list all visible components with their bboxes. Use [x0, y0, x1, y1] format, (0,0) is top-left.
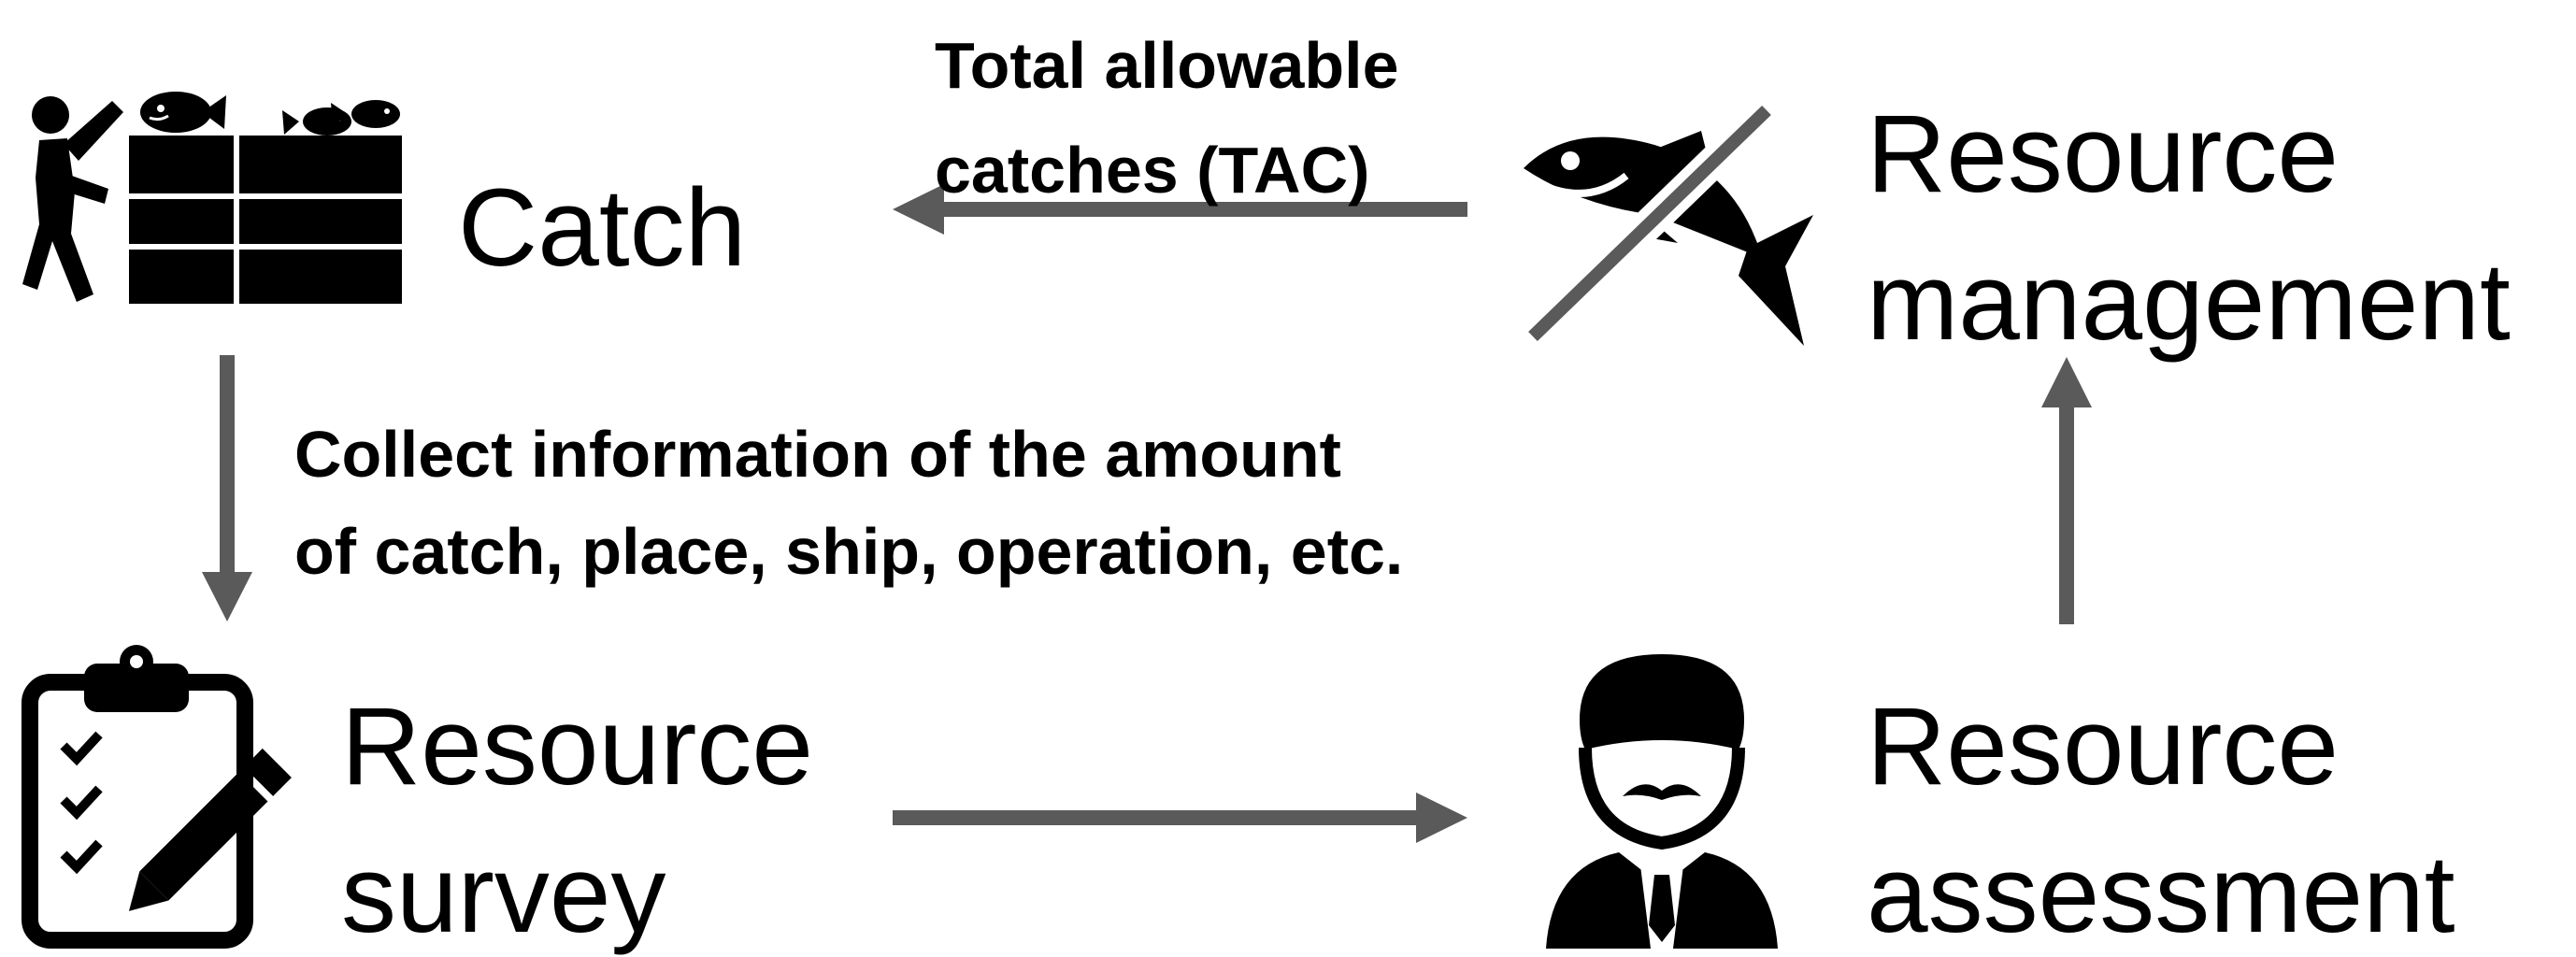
edge-label-collect-line-2: of catch, place, ship, operation, etc.	[294, 515, 1404, 588]
node-label-survey-line-1: Resource	[341, 685, 814, 808]
edge-label-tac-line-2: catches (TAC)	[935, 134, 1370, 207]
node-label-assessment-line-2: assessment	[1867, 833, 2455, 956]
edge-label-tac: Total allowable catches (TAC)	[935, 13, 1399, 222]
node-label-management-line-1: Resource	[1867, 93, 2340, 216]
node-label-management-line-2: management	[1867, 240, 2511, 364]
clipboard-checklist-pencil-icon	[21, 645, 292, 949]
fisherman-crates-icon	[22, 92, 402, 304]
node-label-catch-line-1: Catch	[458, 166, 747, 290]
node-label-resource-management: Resource management	[1867, 80, 2511, 376]
edge-label-collect-line-1: Collect information of the amount	[294, 418, 1341, 491]
node-label-survey-line-2: survey	[341, 833, 666, 956]
node-label-assessment-line-1: Resource	[1867, 685, 2340, 808]
edge-label-tac-line-1: Total allowable	[935, 29, 1399, 102]
node-label-catch: Catch	[458, 154, 746, 302]
edge-label-collect-information: Collect information of the amount of cat…	[294, 406, 1403, 600]
node-label-resource-assessment: Resource assessment	[1867, 673, 2455, 957]
node-label-resource-survey: Resource survey	[341, 673, 813, 957]
businessman-icon	[1546, 654, 1778, 949]
no-fishing-icon	[1522, 98, 1813, 349]
